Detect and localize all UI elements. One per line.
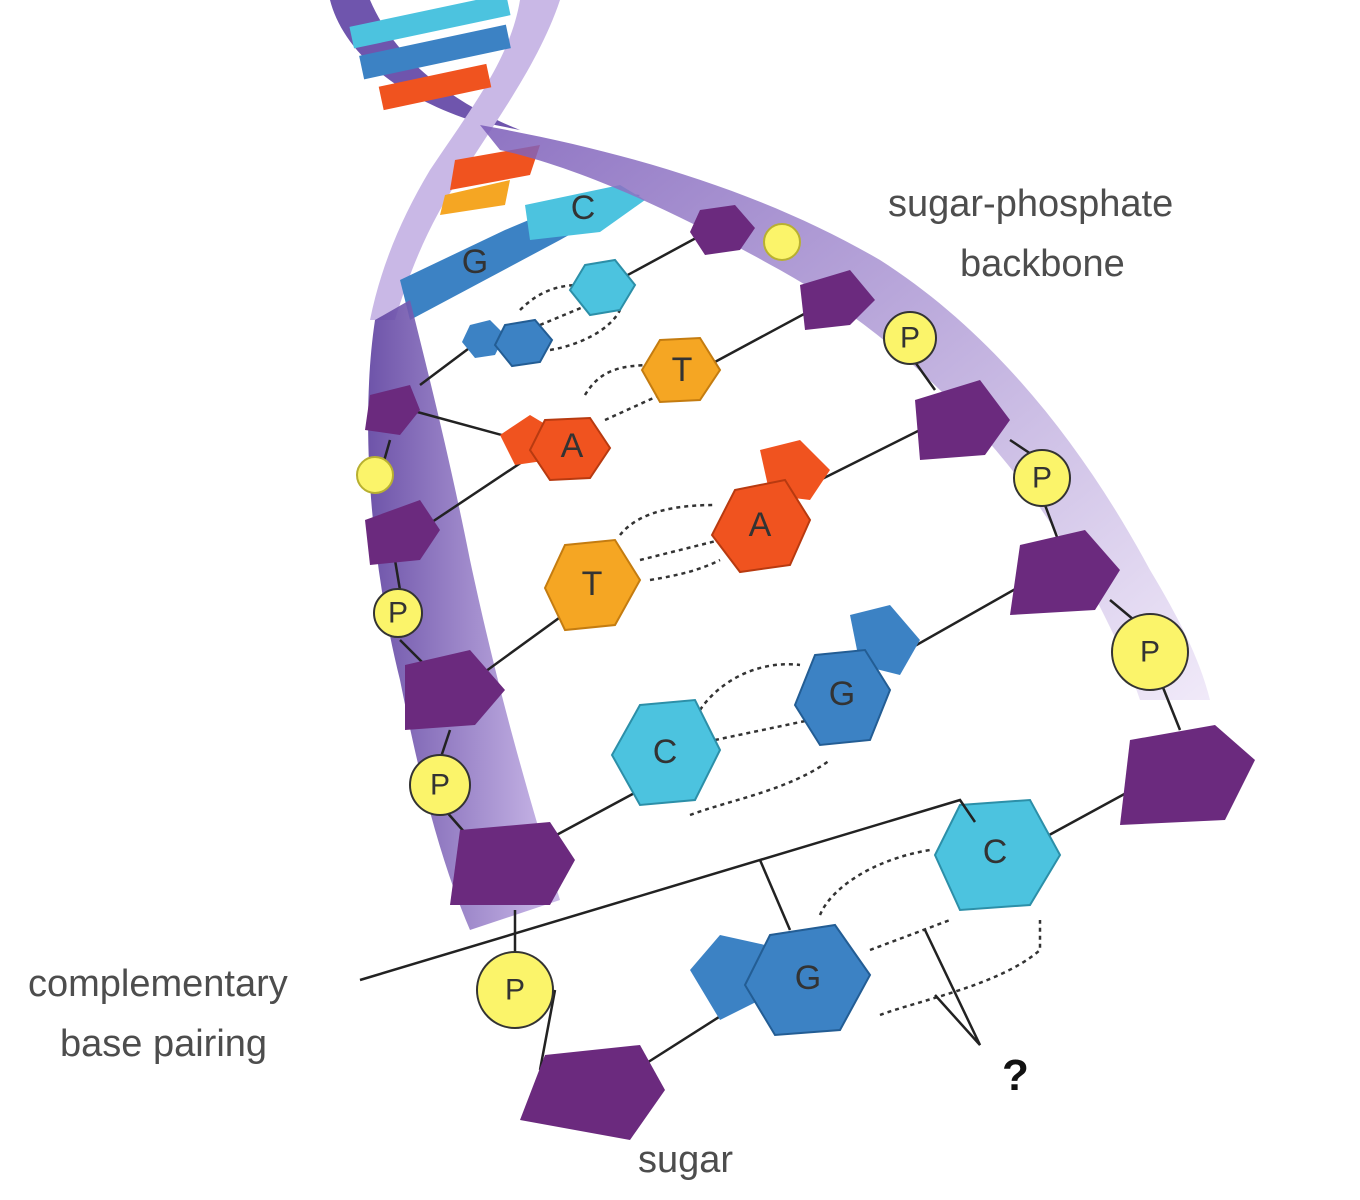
guanine-hexagon-2 xyxy=(493,318,554,368)
svg-text:P: P xyxy=(1140,636,1160,669)
sugar xyxy=(450,822,575,905)
sugar xyxy=(1010,530,1120,615)
top-pair-c-letter: C xyxy=(571,189,596,227)
svg-text:P: P xyxy=(505,974,525,1007)
phosphate-dot xyxy=(763,223,801,261)
base-pair-row-2: T A xyxy=(500,336,722,482)
sugar xyxy=(520,1045,665,1140)
phosphate xyxy=(373,588,423,638)
backbone-label-line1: sugar-phosphate xyxy=(888,183,1173,225)
cytosine-letter-1: C xyxy=(653,733,678,771)
pairing-label-line1: complementary xyxy=(28,963,288,1005)
sugars-right xyxy=(690,205,1255,825)
guanine-letter-1: G xyxy=(829,675,855,713)
sugar xyxy=(1120,725,1255,825)
sugar xyxy=(800,270,875,330)
sugar-label: sugar xyxy=(638,1139,733,1181)
svg-text:P: P xyxy=(430,769,450,802)
adenine-letter-2: A xyxy=(749,506,772,544)
guanine-letter-2: G xyxy=(795,959,821,997)
base-pair-row-3: A T xyxy=(543,440,830,632)
pointer-lines xyxy=(359,798,982,1046)
question-mark: ? xyxy=(1002,1051,1029,1100)
svg-text:P: P xyxy=(900,322,920,355)
backbone-links xyxy=(378,354,1182,955)
phosphate xyxy=(883,311,937,365)
guanine-hexagon-3 xyxy=(793,648,892,747)
thymine-letter-2: T xyxy=(582,565,603,603)
phosphates-left: P P P xyxy=(356,456,554,1029)
adenine-hexagon-2 xyxy=(710,478,812,574)
thymine-hexagon-2 xyxy=(543,538,642,632)
phosphate-dot xyxy=(356,456,394,494)
cytosine-letter-2: C xyxy=(983,833,1008,871)
cytosine-hexagon-2 xyxy=(610,698,722,807)
svg-text:P: P xyxy=(388,597,408,630)
sugars-left xyxy=(365,385,665,1140)
left-backbone-ribbon xyxy=(368,300,560,930)
guanine-hexagon-4 xyxy=(743,923,872,1037)
sugar xyxy=(365,500,440,565)
adenine-hexagon xyxy=(528,416,612,482)
guanine-pentagon-2 xyxy=(690,935,770,1020)
adenine-letter-1: A xyxy=(561,427,584,465)
phosphate xyxy=(476,951,554,1029)
base-pair-row-1 xyxy=(462,258,637,368)
sugar xyxy=(365,385,420,435)
backbone-label-line2: backbone xyxy=(960,243,1125,285)
sugar xyxy=(690,205,755,255)
upper-helix: G C xyxy=(330,0,645,320)
sugar xyxy=(915,380,1010,460)
base-pair-row-4: G C xyxy=(610,605,920,807)
cytosine-hexagon xyxy=(568,258,637,317)
top-pair-g-letter: G xyxy=(462,243,488,281)
phosphate xyxy=(409,754,471,816)
cytosine-hexagon-3 xyxy=(933,798,1062,912)
sugar xyxy=(405,650,505,730)
hydrogen-bonds xyxy=(519,283,1042,1017)
guanine-hexagon xyxy=(462,320,505,358)
phosphates-right: P P P xyxy=(763,223,1189,691)
thymine-hexagon xyxy=(640,336,722,404)
pairing-label-line2: base pairing xyxy=(60,1023,267,1065)
svg-text:P: P xyxy=(1032,462,1052,495)
phosphate xyxy=(1111,613,1189,691)
thymine-letter-1: T xyxy=(672,351,693,389)
phosphate xyxy=(1013,449,1071,507)
base-pair-row-5: C G xyxy=(690,798,1062,1037)
